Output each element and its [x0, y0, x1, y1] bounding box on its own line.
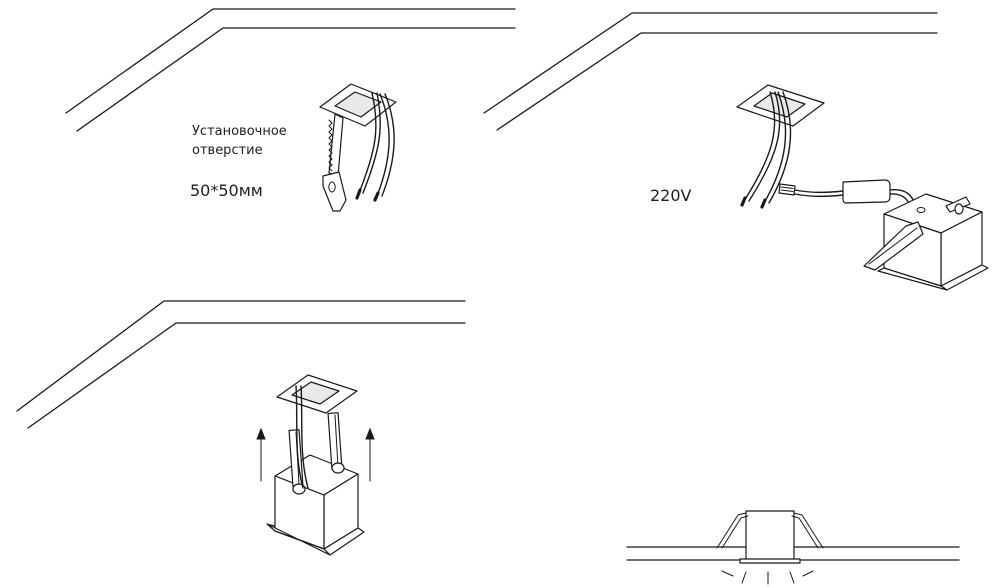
voltage-label: 220V: [650, 186, 692, 205]
ceiling-edge-1: [65, 8, 516, 132]
hole-label-line2: отверстие: [192, 143, 263, 158]
downlight-fixture-2: [863, 193, 989, 291]
wires-1: [355, 92, 395, 202]
ceiling-hole-2: [736, 84, 825, 127]
step-3-panel: [16, 300, 466, 556]
wires-2: [740, 91, 792, 209]
saw-icon: [322, 113, 347, 212]
up-arrow-right-icon: [365, 427, 375, 482]
step-1-labels: Установочное отверстие 50*50мм: [190, 124, 287, 200]
step-1-panel: Установочное отверстие 50*50мм: [65, 8, 516, 212]
light-rays-icon: [721, 570, 814, 585]
wires-3: [295, 385, 309, 489]
ceiling-edge-2: [483, 12, 938, 131]
installed-fixture: [716, 510, 824, 564]
hole-size-label: 50*50мм: [190, 181, 263, 200]
up-arrow-left-icon: [256, 427, 266, 482]
step-4-panel: [626, 510, 960, 585]
ceiling-hole-3: [276, 374, 358, 414]
driver-icon: [842, 179, 916, 209]
downlight-fixture-3: [266, 454, 365, 556]
connector-plug: [778, 183, 844, 198]
step-2-panel: 220V: [483, 12, 989, 291]
ceiling-edge-3: [16, 300, 466, 429]
hole-label-line1: Установочное: [192, 124, 287, 139]
